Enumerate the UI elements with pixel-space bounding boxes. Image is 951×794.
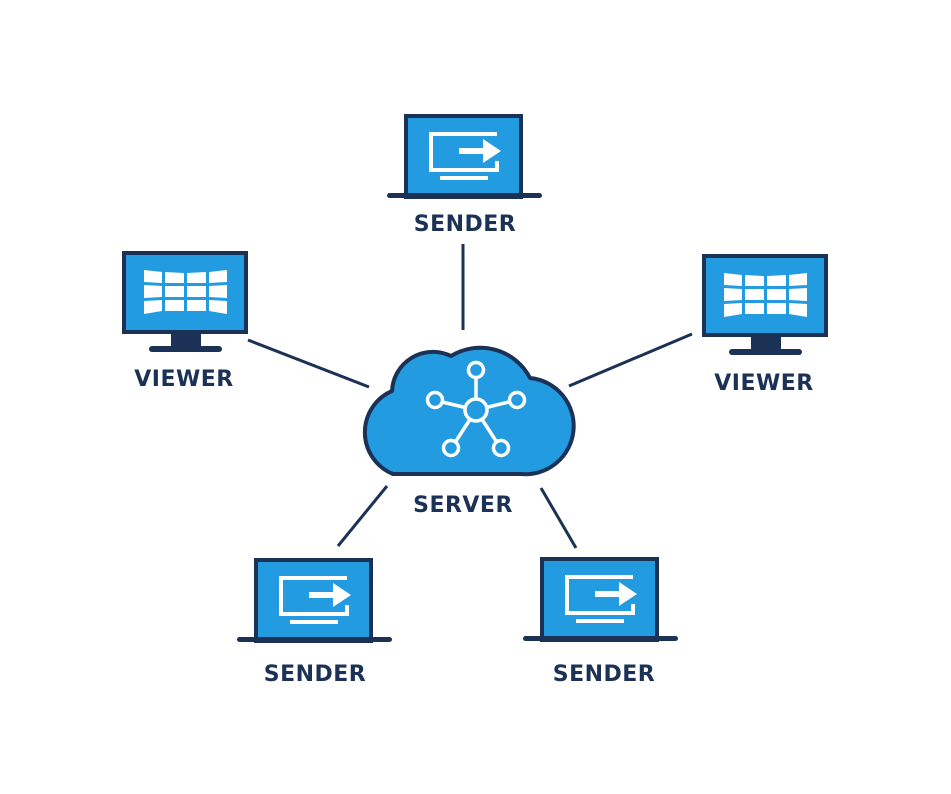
viewer-right-label: VIEWER xyxy=(714,371,813,396)
viewer-left-label: VIEWER xyxy=(134,367,233,392)
network-hub-icon xyxy=(425,360,527,458)
connection-viewer-right xyxy=(568,332,693,388)
sender-bottom-left-node: SENDER xyxy=(235,558,394,687)
connection-sender-bottom-left xyxy=(336,485,389,547)
laptop-icon xyxy=(235,558,394,644)
sender-top-node: SENDER xyxy=(385,114,544,237)
connections xyxy=(247,244,693,549)
laptop-icon xyxy=(385,114,544,200)
server-node: SERVER xyxy=(362,345,576,518)
monitor-icon xyxy=(702,254,828,357)
connection-viewer-left xyxy=(247,338,370,389)
monitor-icon xyxy=(122,251,248,354)
laptop-icon xyxy=(521,557,680,643)
viewer-left-node: VIEWER xyxy=(122,251,248,392)
sender-bottom-right-node: SENDER xyxy=(521,557,680,687)
viewer-right-node: VIEWER xyxy=(702,254,828,396)
sender-bottom-right-label: SENDER xyxy=(553,662,656,687)
connection-sender-bottom-right xyxy=(539,487,578,549)
sender-bottom-left-label: SENDER xyxy=(264,662,367,687)
server-label: SERVER xyxy=(413,493,513,518)
sender-top-label: SENDER xyxy=(414,212,517,237)
